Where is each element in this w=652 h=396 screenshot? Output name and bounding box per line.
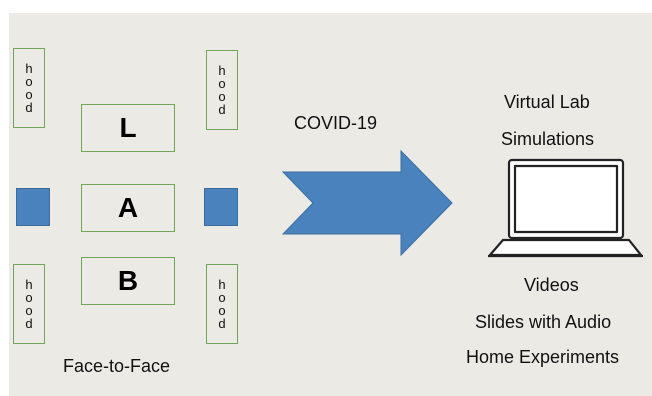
hood-letter: d: [25, 100, 33, 115]
hood-top-right: h o o d: [206, 50, 238, 130]
bench-a: A: [81, 184, 175, 232]
hood-letter: h: [218, 277, 226, 292]
hood-letter: d: [218, 102, 226, 117]
hood-letter: o: [218, 303, 226, 318]
hood-letter: o: [25, 303, 33, 318]
blue-square-left: [16, 188, 50, 226]
right-arrow-icon: [281, 149, 453, 257]
simulations-label: Simulations: [501, 129, 595, 149]
laptop-icon: [488, 158, 643, 258]
hood-letter: h: [218, 63, 226, 78]
hood-letter: h: [25, 61, 33, 76]
hood-bottom-right: h o o d: [206, 264, 238, 344]
hood-letter: o: [25, 290, 33, 305]
bench-b: B: [81, 257, 175, 305]
hood-top-left: h o o d: [13, 48, 45, 128]
hood-letter: h: [25, 277, 33, 292]
videos-label: Videos: [524, 275, 579, 295]
hood-letter: o: [218, 290, 226, 305]
hood-letter: d: [218, 316, 226, 331]
blue-square-right: [204, 188, 238, 226]
hood-letter: o: [218, 89, 226, 104]
slides-audio-label: Slides with Audio: [475, 312, 612, 332]
hood-letter: o: [25, 87, 33, 102]
virtual-lab-label: Virtual Lab: [504, 92, 590, 112]
hood-letter: d: [25, 316, 33, 331]
covid-label: COVID-19: [294, 113, 378, 133]
hood-letter: o: [218, 76, 226, 91]
hood-letter: o: [25, 74, 33, 89]
face-to-face-caption: Face-to-Face: [63, 356, 171, 376]
bench-l: L: [81, 104, 175, 152]
hood-bottom-left: h o o d: [13, 264, 45, 344]
home-experiments-label: Home Experiments: [466, 347, 620, 367]
